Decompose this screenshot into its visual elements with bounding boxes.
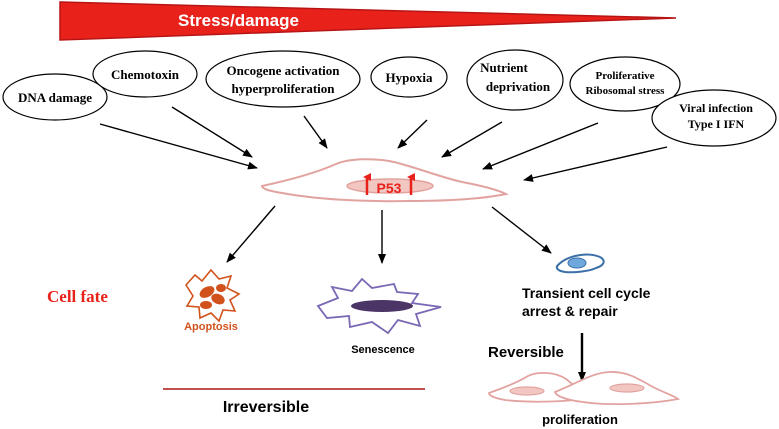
stressor-label: Type I IFN	[688, 117, 745, 131]
stressor-nutrient-deprivation: Nutrient deprivation	[466, 49, 564, 111]
stressor-label: Nutrient	[480, 60, 528, 75]
apoptosis-fragment	[200, 301, 212, 309]
stressor-label: Hypoxia	[386, 70, 433, 85]
arrest-nucleus	[567, 257, 587, 269]
reversible-label: Reversible	[488, 344, 564, 361]
arrow-nutrient	[441, 121, 503, 158]
stress-gradient-wedge	[59, 1, 677, 41]
senescence-label: Senescence	[351, 344, 415, 356]
proliferation-label: proliferation	[542, 412, 618, 427]
stress-damage-label: Stress/damage	[178, 11, 299, 30]
senescence-cell	[316, 277, 442, 335]
stressor-label: Viral infection	[679, 101, 753, 115]
arrow-hypoxia	[397, 119, 428, 149]
stressor-chemotoxin: Chemotoxin	[92, 50, 198, 98]
proliferation-cells	[488, 371, 681, 406]
stressor-label: Oncogene activation	[226, 63, 340, 78]
stressor-label: Proliferative	[595, 70, 654, 82]
arrow-viral	[523, 146, 668, 182]
arrest-cell	[555, 253, 605, 274]
senescence-nucleus	[351, 300, 413, 312]
apoptosis-cell	[184, 268, 241, 323]
stressor-arrows	[99, 106, 668, 182]
apoptosis-fragment	[216, 284, 226, 292]
arrow-ribosomal	[482, 122, 599, 170]
irreversible-label: Irreversible	[223, 399, 309, 416]
p53-label: P53	[377, 180, 402, 196]
arrow-oncogene	[303, 115, 328, 149]
stressor-dna-damage: DNA damage	[2, 73, 108, 121]
proliferation-nucleus	[509, 386, 545, 396]
proliferation-nucleus	[609, 383, 645, 393]
arrow-dna-damage	[99, 123, 258, 170]
stressor-hypoxia: Hypoxia	[370, 56, 448, 98]
stressor-label: Chemotoxin	[111, 67, 180, 82]
arrow-to-apoptosis	[226, 205, 276, 263]
apoptosis-fragment	[211, 293, 225, 305]
apoptosis-fragment	[199, 286, 215, 298]
stressor-oncogene-activation: Oncogene activation hyperproliferation	[205, 50, 361, 108]
arrest-label-line2: arrest & repair	[522, 303, 618, 319]
arrow-chemotoxin	[171, 106, 253, 158]
stressor-label: Ribosomal stress	[586, 85, 666, 97]
stressor-ribosomal-stress: Proliferative Ribosomal stress	[569, 56, 681, 112]
arrow-to-arrest	[491, 206, 552, 254]
stressor-viral-infection: Viral infection Type I IFN	[651, 89, 777, 147]
apoptosis-label: Apoptosis	[184, 321, 238, 333]
stressor-label: hyperproliferation	[231, 81, 335, 96]
stressor-label: DNA damage	[18, 90, 92, 105]
fate-arrows	[226, 205, 552, 264]
cell-fate-label: Cell fate	[47, 287, 108, 306]
stressor-label: deprivation	[486, 79, 551, 94]
p53-cell: P53	[260, 158, 510, 203]
arrest-label-line1: Transient cell cycle	[522, 285, 651, 301]
